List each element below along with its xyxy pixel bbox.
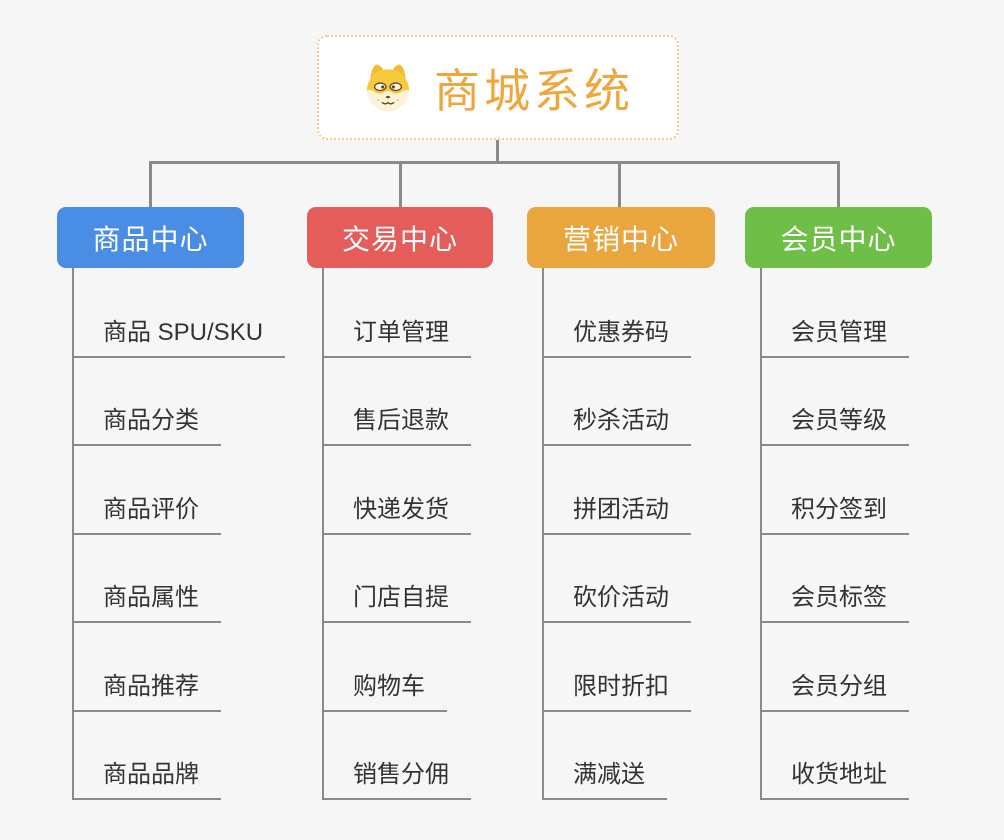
leaf-node[interactable]: 砍价活动 <box>542 577 691 623</box>
leaf-node[interactable]: 积分签到 <box>760 489 909 535</box>
leaf-node[interactable]: 会员分组 <box>760 666 909 712</box>
leaf-node[interactable]: 会员标签 <box>760 577 909 623</box>
leaf-node[interactable]: 会员管理 <box>760 312 909 358</box>
branch-node-member-center[interactable]: 会员中心 <box>745 207 932 268</box>
connector-horizontal-bar <box>149 161 840 164</box>
connector-root-stub <box>496 139 499 164</box>
leaf-node[interactable]: 商品分类 <box>72 400 221 446</box>
leaf-node[interactable]: 商品评价 <box>72 489 221 535</box>
connector-drop-marketing-center <box>618 161 621 210</box>
connector-drop-member-center <box>837 161 840 210</box>
branch-node-marketing-center[interactable]: 营销中心 <box>527 207 715 268</box>
leaf-node[interactable]: 订单管理 <box>322 312 471 358</box>
branch-node-product-center[interactable]: 商品中心 <box>57 207 244 268</box>
leaf-node[interactable]: 销售分佣 <box>322 754 471 800</box>
leaf-node[interactable]: 满减送 <box>542 754 667 800</box>
leaf-node[interactable]: 门店自提 <box>322 577 471 623</box>
leaf-node[interactable]: 秒杀活动 <box>542 400 691 446</box>
leaf-node[interactable]: 商品品牌 <box>72 754 221 800</box>
root-label: 商城系统 <box>434 64 634 117</box>
leaf-node[interactable]: 购物车 <box>322 666 447 712</box>
dog-face-icon <box>362 62 414 114</box>
leaf-node[interactable]: 会员等级 <box>760 400 909 446</box>
leaf-node[interactable]: 售后退款 <box>322 400 471 446</box>
leaf-node[interactable]: 限时折扣 <box>542 666 691 712</box>
leaf-node[interactable]: 商品推荐 <box>72 666 221 712</box>
leaf-node[interactable]: 商品 SPU/SKU <box>72 312 286 358</box>
connector-drop-trade-center <box>399 161 402 210</box>
leaf-node[interactable]: 优惠券码 <box>542 312 691 358</box>
branch-node-trade-center[interactable]: 交易中心 <box>307 207 493 268</box>
leaf-node[interactable]: 收货地址 <box>760 754 909 800</box>
leaf-node[interactable]: 拼团活动 <box>542 489 691 535</box>
leaf-node[interactable]: 商品属性 <box>72 577 221 623</box>
root-node[interactable]: 商城系统 <box>317 35 679 140</box>
connector-drop-product-center <box>149 161 152 210</box>
leaf-node[interactable]: 快递发货 <box>322 489 471 535</box>
